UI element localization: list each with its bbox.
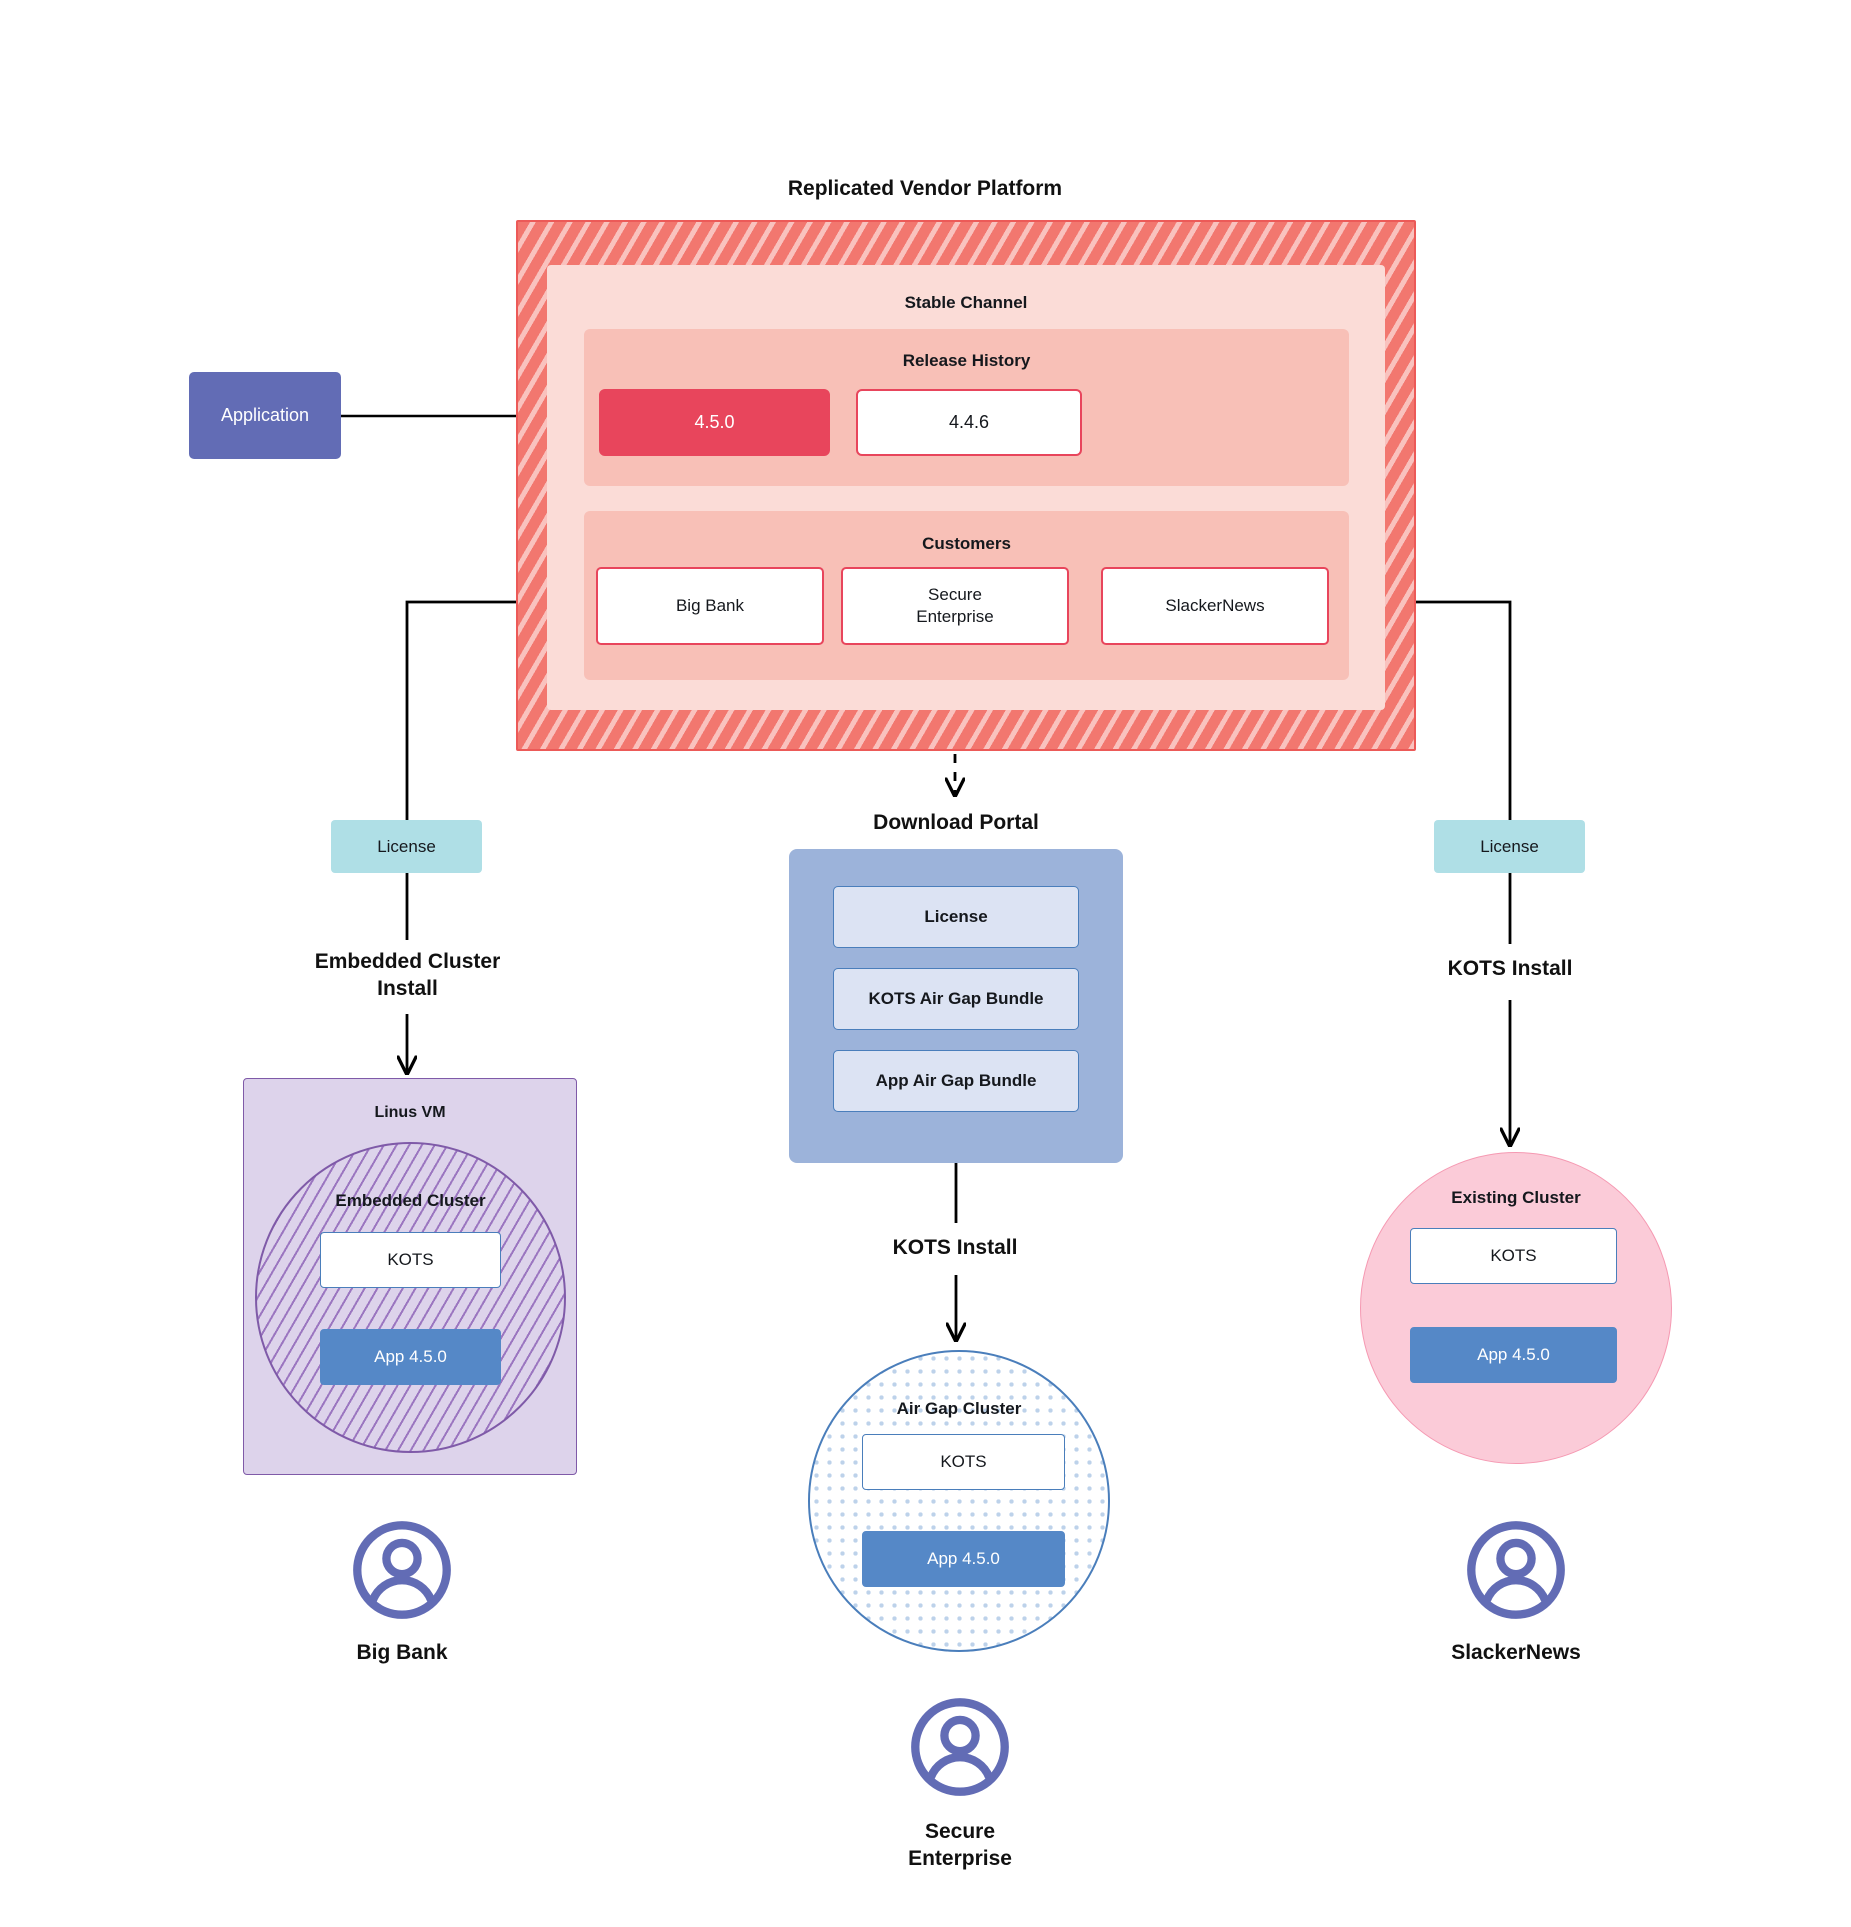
customer-card-big-bank[interactable]: Big Bank — [596, 567, 824, 645]
persona-label-slackernews: SlackerNews — [1451, 1641, 1581, 1665]
embedded-cluster-label: Embedded Cluster — [335, 1191, 486, 1211]
customer-card-slackernews[interactable]: SlackerNews — [1101, 567, 1329, 645]
app-box-embedded[interactable]: App 4.5.0 — [320, 1329, 501, 1385]
user-avatar-icon — [908, 1695, 1012, 1799]
license-chip-right[interactable]: License — [1434, 820, 1585, 873]
portal-item-app-air-gap-bundle[interactable]: App Air Gap Bundle — [833, 1050, 1079, 1112]
existing-cluster-label: Existing Cluster — [1451, 1188, 1581, 1208]
kots-install-label-center: KOTS Install — [892, 1235, 1018, 1259]
existing-cluster-circle — [1360, 1152, 1672, 1464]
portal-item-license[interactable]: License — [833, 886, 1079, 948]
user-avatar-icon — [1464, 1518, 1568, 1622]
kots-box-existing[interactable]: KOTS — [1410, 1228, 1617, 1284]
app-box-existing[interactable]: App 4.5.0 — [1410, 1327, 1617, 1383]
release-card-previous[interactable]: 4.4.6 — [856, 389, 1082, 456]
kots-box-airgap[interactable]: KOTS — [862, 1434, 1065, 1490]
portal-item-kots-air-gap-bundle[interactable]: KOTS Air Gap Bundle — [833, 968, 1079, 1030]
customer-card-secure-enterprise[interactable]: Secure Enterprise — [841, 567, 1069, 645]
kots-box-embedded[interactable]: KOTS — [320, 1232, 501, 1288]
air-gap-cluster-label: Air Gap Cluster — [896, 1399, 1022, 1419]
persona-label-secure-enterprise: Secure Enterprise — [908, 1819, 1012, 1870]
release-card-current[interactable]: 4.5.0 — [599, 389, 830, 456]
linus-vm-label: Linus VM — [374, 1103, 446, 1121]
application-box[interactable]: Application — [189, 372, 341, 459]
customers-label: Customers — [922, 534, 1011, 554]
license-chip-left[interactable]: License — [331, 820, 482, 873]
kots-install-label-right: KOTS Install — [1447, 956, 1573, 980]
embedded-cluster-circle — [255, 1142, 566, 1453]
stable-channel-label: Stable Channel — [904, 293, 1028, 313]
persona-label-big-bank: Big Bank — [356, 1641, 448, 1665]
page-title: Replicated Vendor Platform — [787, 176, 1063, 200]
release-history-label: Release History — [902, 351, 1031, 371]
user-avatar-icon — [350, 1518, 454, 1622]
app-box-airgap[interactable]: App 4.5.0 — [862, 1531, 1065, 1587]
download-portal-title: Download Portal — [873, 810, 1039, 834]
embedded-cluster-install-label: Embedded Cluster Install — [314, 950, 501, 1000]
air-gap-cluster-circle — [808, 1350, 1110, 1652]
